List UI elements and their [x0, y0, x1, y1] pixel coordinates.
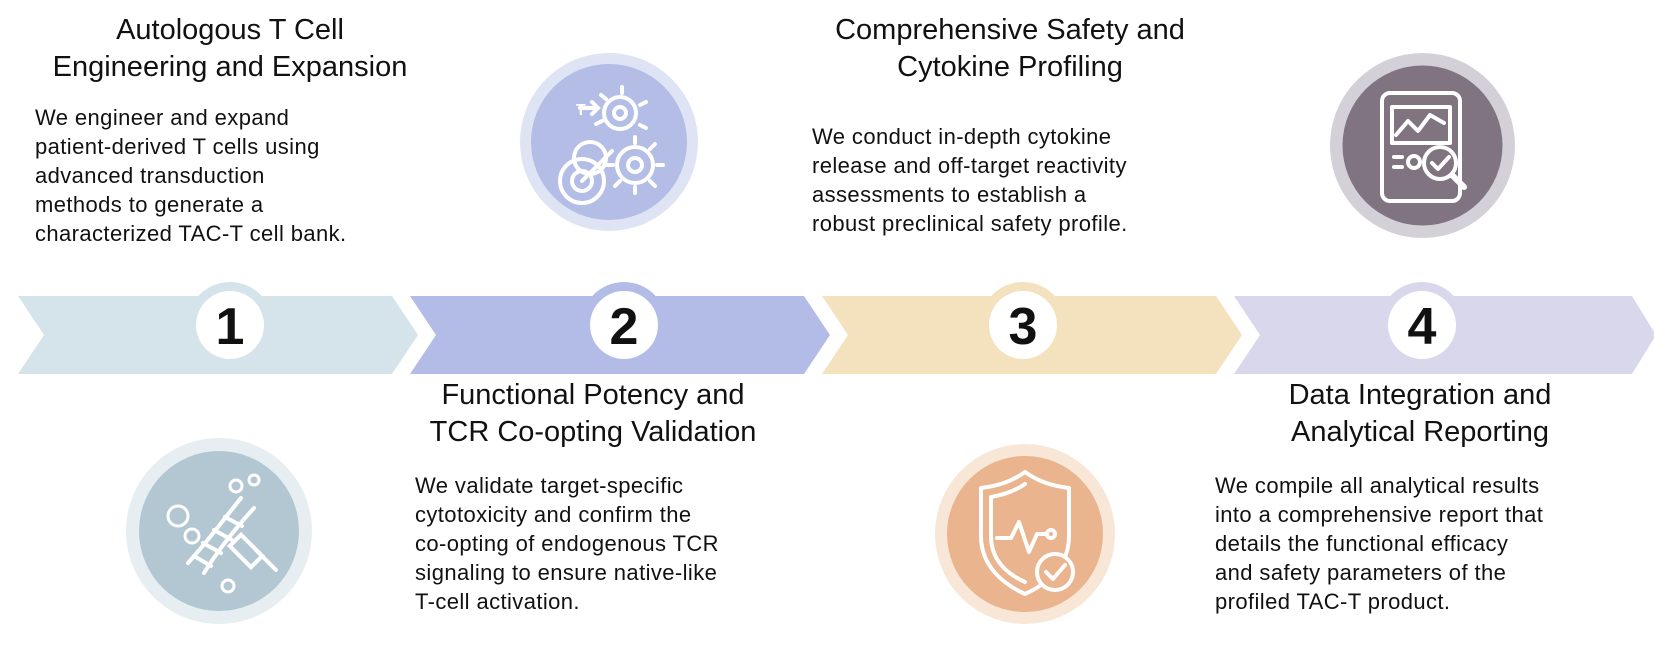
step-3-title: Comprehensive Safety and Cytokine Profil… [835, 14, 1185, 83]
step-number-2: 2 [610, 298, 639, 356]
step-number-1: 1 [216, 298, 245, 356]
step-number-4: 4 [1408, 298, 1437, 356]
shield-check-icon [935, 444, 1115, 624]
dna-syringe-icon [126, 438, 312, 624]
step-1-title: Autologous T Cell Engineering and Expans… [52, 14, 408, 83]
step-number-circle-4: 4 [1379, 282, 1465, 368]
step-number-circle-3: 3 [980, 282, 1066, 368]
step-4-description: We compile all analytical results into a… [1215, 473, 1544, 614]
step-number-circle-1: 1 [187, 282, 273, 368]
step-number-circle-2: 2 [581, 282, 667, 368]
tablet-analytics-icon [1330, 53, 1515, 238]
step-2-title: Functional Potency and TCR Co-opting Val… [429, 379, 757, 448]
gears-target-icon: T [520, 53, 698, 231]
step-number-3: 3 [1009, 298, 1038, 356]
step-3-description: We conduct in-depth cytokine release and… [812, 124, 1128, 236]
step-1-description: We engineer and expand patient-derived T… [35, 105, 347, 246]
svg-text:T: T [576, 102, 586, 119]
step-4-title: Data Integration and Analytical Reportin… [1288, 379, 1552, 448]
step-2-description: We validate target-specific cytotoxicity… [415, 473, 719, 614]
